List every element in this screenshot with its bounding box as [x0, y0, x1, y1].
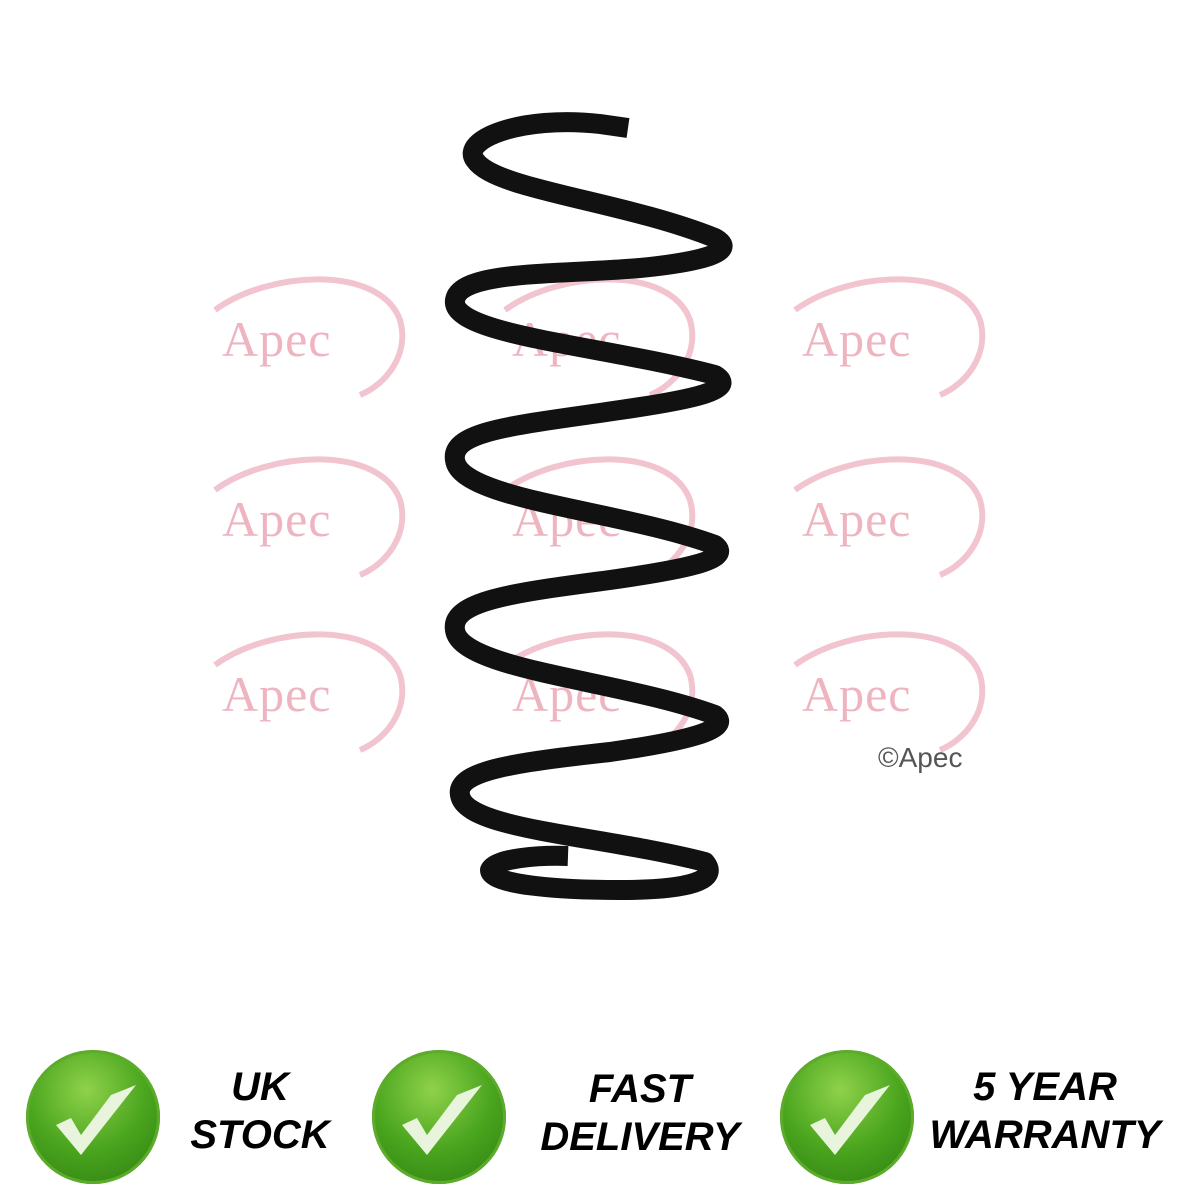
watermark-text: Apec: [222, 311, 332, 367]
apec-watermark-logo: Apec: [790, 270, 990, 400]
watermark-text: Apec: [222, 491, 332, 547]
apec-watermark-logo: Apec: [210, 270, 410, 400]
apec-watermark-logo: Apec: [790, 625, 990, 755]
coil-spring-image: [444, 112, 733, 900]
badge-delivery-line1: FAST: [588, 1067, 692, 1111]
watermark-text: Apec: [802, 491, 912, 547]
watermark-text: Apec: [802, 666, 912, 722]
watermark-text: Apec: [222, 666, 332, 722]
apec-watermark-logo: Apec: [210, 450, 410, 580]
badge-uk-line2: STOCK: [190, 1113, 330, 1157]
apec-watermark-logo: Apec: [790, 450, 990, 580]
badge-warranty-line2: WARRANTY: [929, 1113, 1161, 1157]
badge-uk-line1: UK: [231, 1065, 289, 1109]
badge-delivery-line2: DELIVERY: [540, 1115, 740, 1159]
check-badge-icon: [26, 1050, 160, 1184]
badge-warranty-line1: 5 YEAR: [973, 1065, 1117, 1109]
watermark-text: Apec: [802, 311, 912, 367]
copyright-label: ©Apec: [878, 742, 963, 773]
check-badge-icon: [372, 1050, 506, 1184]
apec-watermark-logo: Apec: [210, 625, 410, 755]
check-badge-icon: [780, 1050, 914, 1184]
